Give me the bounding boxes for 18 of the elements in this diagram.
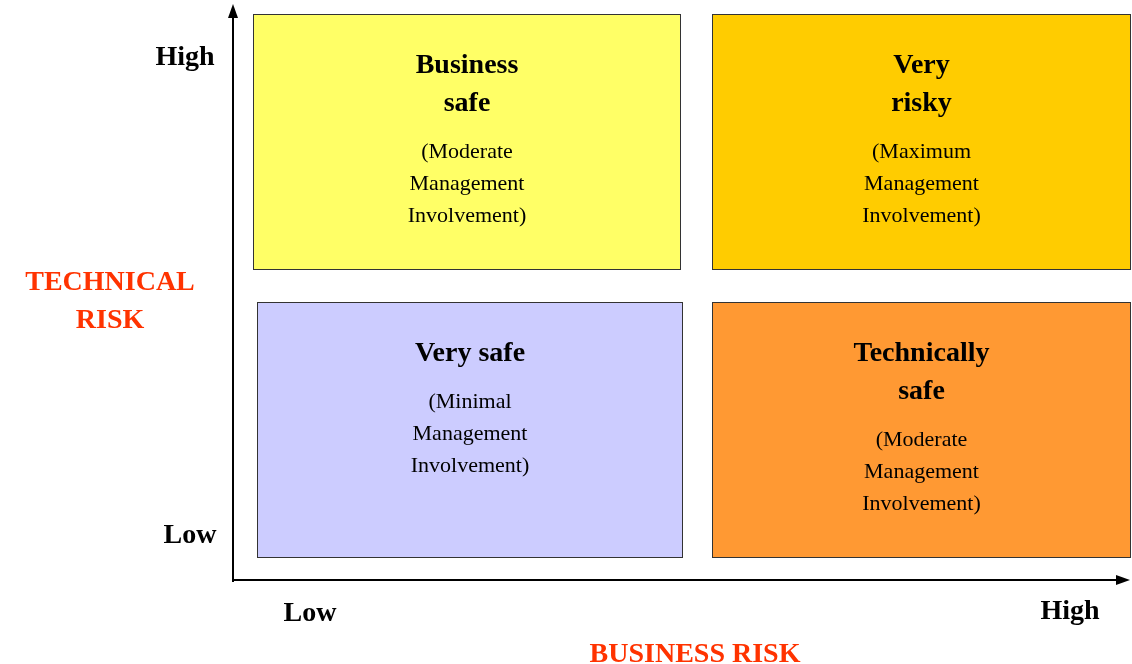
quadrant-title: Very risky (890, 47, 953, 119)
axis-tick-label: High (1039, 594, 1101, 626)
quadrant-box (712, 302, 1131, 558)
axis-title: TECHNICAL RISK (24, 264, 196, 336)
axis-tick-label: Low (282, 596, 338, 628)
quadrant-description: (Maximum Management Involvement) (861, 137, 982, 229)
quadrant-box (253, 14, 681, 270)
quadrant-title: Technically safe (852, 335, 991, 407)
axis-tick-label: High (154, 40, 216, 72)
axis-tick-label: Low (162, 518, 218, 550)
quadrant-title: Business safe (414, 47, 520, 119)
quadrant-title: Very safe (413, 335, 527, 369)
axis-title: BUSINESS RISK (588, 636, 802, 664)
quadrant-box (257, 302, 683, 558)
quadrant-description: (Moderate Management Involvement) (861, 425, 982, 517)
quadrant-description: (Moderate Management Involvement) (406, 137, 528, 229)
quadrant-description: (Minimal Management Involvement) (409, 387, 531, 479)
quadrant-box (712, 14, 1131, 270)
